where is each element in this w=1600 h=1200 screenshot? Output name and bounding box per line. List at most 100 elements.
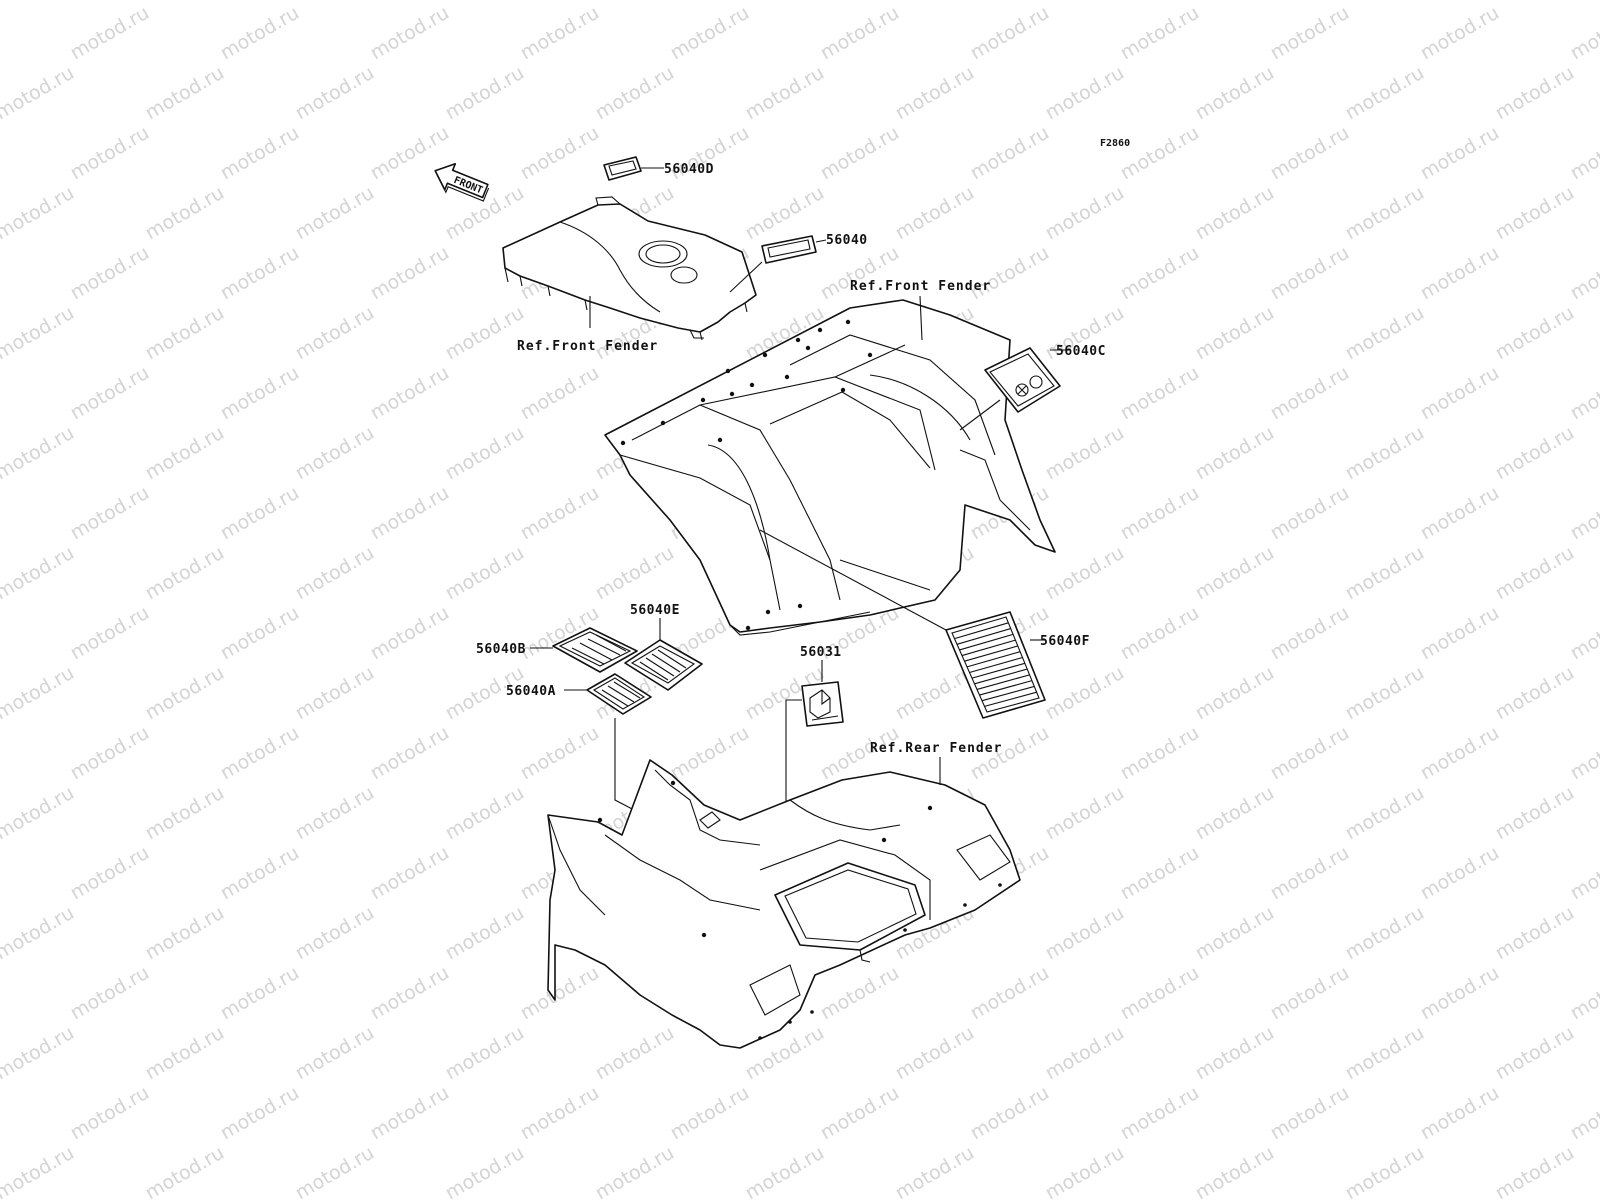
watermark-text: motod.ru: [142, 0, 228, 4]
watermark-text: motod.ru: [1042, 422, 1128, 485]
watermark-text: motod.ru: [742, 182, 828, 245]
label-56031[interactable]: 56031: [800, 645, 842, 660]
watermark-text: motod.ru: [1342, 782, 1428, 845]
label-56040F[interactable]: 56040F: [1040, 634, 1090, 649]
watermark-text: motod.ru: [892, 62, 978, 125]
label-56040C[interactable]: 56040C: [1056, 344, 1106, 359]
watermark-text: motod.ru: [1417, 962, 1503, 1025]
decal-56040A[interactable]: [586, 673, 652, 715]
watermark-text: motod.ru: [217, 962, 303, 1025]
watermark-text: motod.ru: [1417, 482, 1503, 545]
watermark-text: motod.ru: [892, 1022, 978, 1085]
decal-56040[interactable]: [761, 235, 817, 264]
watermark-text: motod.ru: [817, 962, 903, 1025]
label-56040[interactable]: 56040: [826, 233, 868, 248]
watermark-text: motod.ru: [742, 0, 828, 4]
watermark-text: motod.ru: [1342, 1022, 1428, 1085]
watermark-text: motod.ru: [142, 1022, 228, 1085]
watermark-text: motod.ru: [1417, 842, 1503, 905]
watermark-text: motod.ru: [1042, 62, 1128, 125]
label-ref-front-fender-left[interactable]: Ref.Front Fender: [517, 339, 658, 354]
label-ref-rear-fender[interactable]: Ref.Rear Fender: [870, 741, 1002, 756]
label-ref-front-fender-top[interactable]: Ref.Front Fender: [850, 279, 991, 294]
watermark-text: motod.ru: [292, 1022, 378, 1085]
decal-stripe: [984, 691, 1037, 707]
decal-56040E[interactable]: [624, 639, 703, 691]
watermark-text: motod.ru: [142, 662, 228, 725]
watermark-text: motod.ru: [142, 542, 228, 605]
watermark-text: motod.ru: [517, 482, 603, 545]
watermark-text: motod.ru: [442, 902, 528, 965]
watermark-text: motod.ru: [142, 782, 228, 845]
watermark-text: motod.ru: [217, 362, 303, 425]
figure-code: F2860: [1100, 138, 1130, 149]
watermark-text: motod.ru: [1267, 962, 1353, 1025]
watermark-text: motod.ru: [517, 722, 603, 785]
watermark-text: motod.ru: [67, 242, 153, 305]
watermark-text: motod.ru: [67, 122, 153, 185]
watermark-text: motod.ru: [0, 302, 78, 365]
watermark-text: motod.ru: [367, 842, 453, 905]
watermark-text: motod.ru: [0, 1142, 78, 1200]
watermark-text: motod.ru: [292, 542, 378, 605]
watermark-text: motod.ru: [892, 1142, 978, 1200]
watermark-text: motod.ru: [442, 302, 528, 365]
watermark-text: motod.ru: [1342, 0, 1428, 4]
watermark-text: motod.ru: [1342, 662, 1428, 725]
watermark-text: motod.ru: [67, 962, 153, 1025]
watermark-text: motod.ru: [217, 122, 303, 185]
decal-56040B[interactable]: [552, 627, 638, 673]
watermark-text: motod.ru: [1567, 2, 1600, 65]
label-56040D[interactable]: 56040D: [664, 162, 714, 177]
watermark-text: motod.ru: [292, 302, 378, 365]
watermark-text: motod.ru: [1567, 962, 1600, 1025]
label-56040B[interactable]: 56040B: [476, 642, 526, 657]
watermark-text: motod.ru: [1492, 0, 1578, 4]
watermark-text: motod.ru: [592, 0, 678, 4]
watermark-text: motod.ru: [667, 722, 753, 785]
watermark-text: motod.ru: [1192, 902, 1278, 965]
front-center-cover: [502, 196, 757, 341]
decal-stripe: [969, 656, 1023, 674]
watermark-text: motod.ru: [1417, 362, 1503, 425]
watermark-text: motod.ru: [292, 1142, 378, 1200]
watermark-text: motod.ru: [1192, 542, 1278, 605]
watermark-text: motod.ru: [0, 1022, 78, 1085]
watermark-text: motod.ru: [1267, 602, 1353, 665]
watermark-text: motod.ru: [292, 182, 378, 245]
watermark-text: motod.ru: [667, 1082, 753, 1145]
watermark-text: motod.ru: [1492, 662, 1578, 725]
watermark-text: motod.ru: [1267, 2, 1353, 65]
watermark-text: motod.ru: [367, 242, 453, 305]
watermark-text: motod.ru: [1492, 542, 1578, 605]
watermark-text: motod.ru: [217, 482, 303, 545]
decal-stripe: [956, 628, 1011, 645]
watermark-text: motod.ru: [967, 962, 1053, 1025]
label-plate-56031[interactable]: [801, 681, 844, 727]
watermark-text: motod.ru: [0, 542, 78, 605]
watermark-text: motod.ru: [292, 662, 378, 725]
watermark-text: motod.ru: [292, 62, 378, 125]
watermark-text: motod.ru: [1117, 1082, 1203, 1145]
leader-56040-part: [729, 261, 763, 293]
watermark-text: motod.ru: [1267, 722, 1353, 785]
watermark-text: motod.ru: [1492, 1022, 1578, 1085]
label-56040E[interactable]: 56040E: [630, 603, 680, 618]
watermark-text: motod.ru: [1192, 1142, 1278, 1200]
watermark-text: motod.ru: [817, 2, 903, 65]
watermark-text: motod.ru: [1342, 1142, 1428, 1200]
watermark-text: motod.ru: [142, 422, 228, 485]
watermark-text: motod.ru: [442, 1142, 528, 1200]
watermark-text: motod.ru: [67, 602, 153, 665]
watermark-text: motod.ru: [142, 902, 228, 965]
label-56040A[interactable]: 56040A: [506, 684, 556, 699]
watermark-text: motod.ru: [292, 782, 378, 845]
watermark-text: motod.ru: [0, 782, 78, 845]
decal-56040F[interactable]: [945, 611, 1046, 719]
watermark-text: motod.ru: [0, 182, 78, 245]
watermark-text: motod.ru: [967, 242, 1053, 305]
decal-56040C[interactable]: [984, 347, 1061, 413]
decal-56040D[interactable]: [603, 156, 642, 181]
decal-stripe: [961, 639, 1016, 657]
